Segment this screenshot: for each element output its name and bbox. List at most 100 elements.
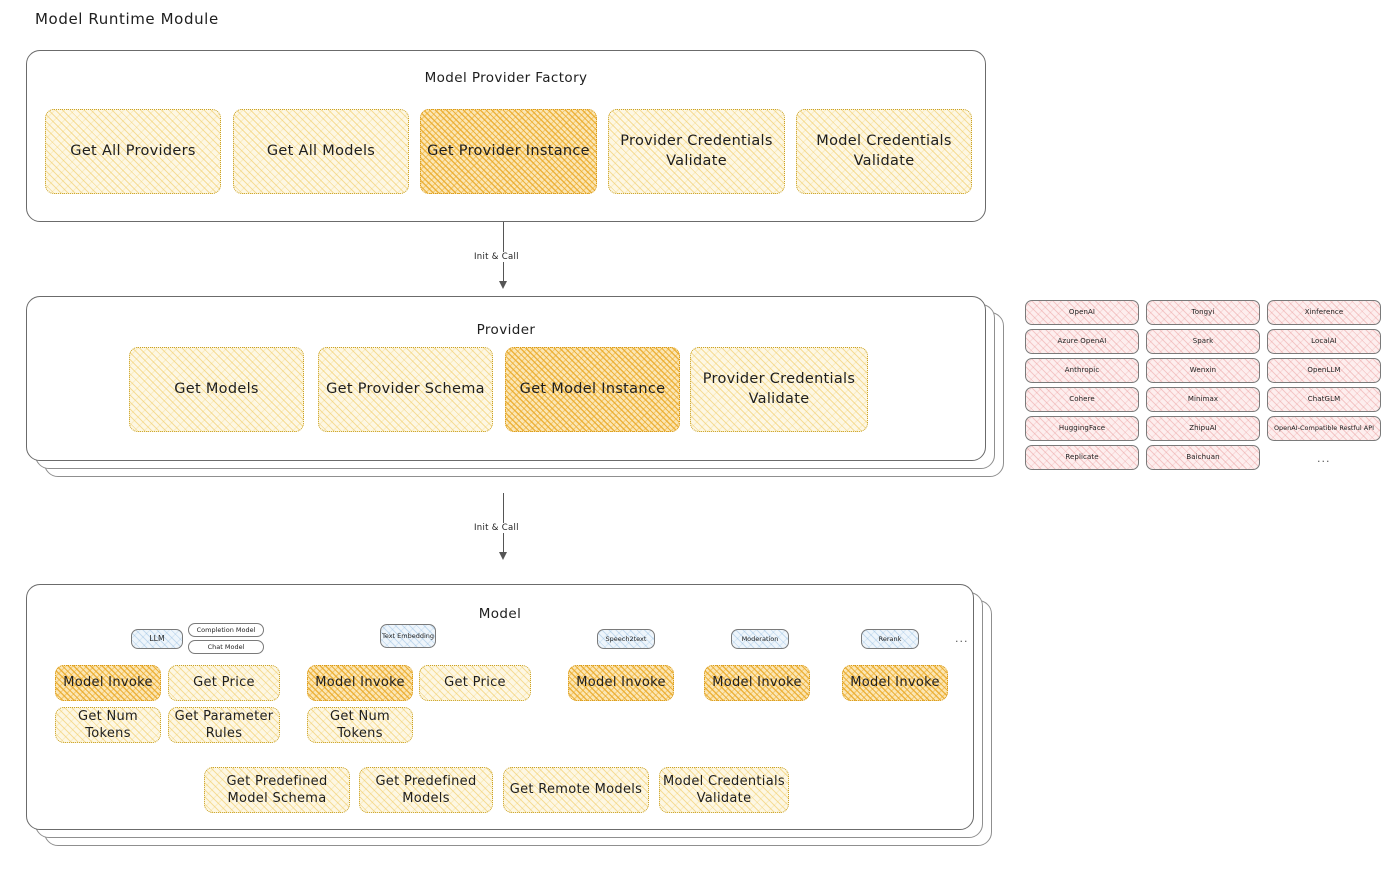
arrow-label-init-call-2: Init & Call	[470, 523, 523, 533]
node-label: Get Num Tokens	[329, 708, 391, 741]
model-title: Model	[478, 606, 522, 622]
model-subtype-badge-completion-model[interactable]: Completion Model	[188, 623, 264, 637]
provider-chip-tongyi[interactable]: Tongyi	[1146, 300, 1260, 325]
provider-chip-xinference[interactable]: Xinference	[1267, 300, 1381, 325]
node-llm-get-price[interactable]: Get Price	[168, 665, 280, 701]
model-type-badge-llm[interactable]: LLM	[131, 629, 183, 649]
node-get-all-providers[interactable]: Get All Providers	[45, 109, 221, 194]
node-label: Provider Credentials Validate	[702, 371, 856, 407]
node-model-credentials-validate[interactable]: Model Credentials Validate	[796, 109, 972, 194]
arrow-factory-to-provider-head	[499, 281, 507, 289]
node-text-embedding-get-price[interactable]: Get Price	[419, 665, 531, 701]
provider-title: Provider	[476, 322, 536, 338]
node-get-predefined-models[interactable]: Get Predefined Models	[359, 767, 493, 813]
node-label: Get Price	[193, 675, 255, 691]
provider-chip-label: HuggingFace	[1058, 423, 1106, 432]
model-type-badge-moderation[interactable]: Moderation	[731, 629, 789, 649]
node-get-remote-models[interactable]: Get Remote Models	[503, 767, 649, 813]
node-get-provider-schema[interactable]: Get Provider Schema	[318, 347, 493, 432]
node-label: Model Invoke	[315, 675, 405, 691]
node-label: Get Predefined Model Schema	[226, 773, 328, 806]
provider-chip-label: Xinference	[1304, 307, 1344, 316]
node-moderation-model-invoke[interactable]: Model Invoke	[704, 665, 810, 701]
node-llm-get-num-tokens[interactable]: Get Num Tokens	[55, 707, 161, 743]
provider-chip-label: Cohere	[1069, 394, 1095, 403]
provider-chip-replicate[interactable]: Replicate	[1025, 445, 1139, 470]
provider-chip-label: Baichuan	[1186, 452, 1220, 461]
provider-chip-label: ZhipuAI	[1189, 423, 1217, 432]
provider-chip-label: LocalAI	[1311, 336, 1337, 345]
model-subtype-label: Chat Model	[207, 642, 245, 651]
provider-container: Provider Get Models Get Provider Schema …	[26, 296, 986, 461]
page-title: Model Runtime Module	[35, 10, 219, 28]
node-label: Model Credentials Validate	[663, 773, 785, 806]
model-type-label: Rerank	[878, 634, 902, 643]
provider-chip-openllm[interactable]: OpenLLM	[1267, 358, 1381, 383]
arrow-provider-to-model-head	[499, 552, 507, 560]
node-label: Get Provider Instance	[427, 142, 590, 159]
provider-chip-spark[interactable]: Spark	[1146, 329, 1260, 354]
node-speech2text-model-invoke[interactable]: Model Invoke	[568, 665, 674, 701]
node-label: Model Credentials Validate	[816, 133, 952, 169]
provider-chip-label: Anthropic	[1064, 365, 1100, 374]
node-label: Get Predefined Models	[375, 773, 477, 806]
model-type-badge-text-embedding[interactable]: Text Embedding	[380, 624, 436, 648]
node-text-embedding-get-num-tokens[interactable]: Get Num Tokens	[307, 707, 413, 743]
node-get-models[interactable]: Get Models	[129, 347, 304, 432]
node-get-all-models[interactable]: Get All Models	[233, 109, 409, 194]
node-label: Get Num Tokens	[77, 708, 139, 741]
provider-chip-minimax[interactable]: Minimax	[1146, 387, 1260, 412]
provider-chip-label: OpenLLM	[1307, 365, 1341, 374]
provider-chip-anthropic[interactable]: Anthropic	[1025, 358, 1139, 383]
node-provider-credentials-validate-2[interactable]: Provider Credentials Validate	[690, 347, 868, 432]
node-label: Get Model Instance	[519, 380, 666, 397]
node-text-embedding-model-invoke[interactable]: Model Invoke	[307, 665, 413, 701]
provider-chip-localai[interactable]: LocalAI	[1267, 329, 1381, 354]
node-get-model-instance[interactable]: Get Model Instance	[505, 347, 680, 432]
provider-chip-label: Wenxin	[1189, 365, 1217, 374]
provider-chip-label: Tongyi	[1191, 307, 1215, 316]
provider-chip-baichuan[interactable]: Baichuan	[1146, 445, 1260, 470]
provider-chip-chatglm[interactable]: ChatGLM	[1267, 387, 1381, 412]
provider-chip-label: OpenAI	[1068, 307, 1096, 316]
node-rerank-model-invoke[interactable]: Model Invoke	[842, 665, 948, 701]
provider-chip-zhipuai[interactable]: ZhipuAI	[1146, 416, 1260, 441]
model-type-label: Speech2text	[605, 634, 647, 643]
provider-chip-azure-openai[interactable]: Azure OpenAI	[1025, 329, 1139, 354]
node-get-provider-instance[interactable]: Get Provider Instance	[420, 109, 597, 194]
provider-chip-huggingface[interactable]: HuggingFace	[1025, 416, 1139, 441]
provider-chip-wenxin[interactable]: Wenxin	[1146, 358, 1260, 383]
model-type-label: LLM	[149, 633, 165, 643]
node-llm-model-invoke[interactable]: Model Invoke	[55, 665, 161, 701]
node-label: Get Models	[174, 380, 259, 397]
provider-chip-label: Minimax	[1187, 394, 1219, 403]
node-label: Get Price	[444, 675, 506, 691]
model-type-badge-speech2text[interactable]: Speech2text	[597, 629, 655, 649]
model-subtype-badge-chat-model[interactable]: Chat Model	[188, 640, 264, 654]
node-label: Get Parameter Rules	[174, 708, 274, 741]
node-get-predefined-model-schema[interactable]: Get Predefined Model Schema	[204, 767, 350, 813]
provider-chip-openai[interactable]: OpenAI	[1025, 300, 1139, 325]
node-model-credentials-validate-2[interactable]: Model Credentials Validate	[659, 767, 789, 813]
model-container: Model LLM Completion Model Chat Model Mo…	[26, 584, 974, 830]
provider-chip-openai-compatible-restful-api[interactable]: OpenAI-Compatible Restful API	[1267, 416, 1381, 441]
node-provider-credentials-validate[interactable]: Provider Credentials Validate	[608, 109, 785, 194]
node-label: Get Remote Models	[509, 782, 643, 798]
node-label: Model Invoke	[712, 675, 802, 691]
arrow-label-init-call-1: Init & Call	[470, 252, 523, 262]
node-label: Model Invoke	[850, 675, 940, 691]
node-label: Model Invoke	[63, 675, 153, 691]
node-label: Get All Models	[266, 142, 376, 159]
model-provider-factory-container: Model Provider Factory Get All Providers…	[26, 50, 986, 222]
provider-chip-label: Replicate	[1065, 452, 1099, 461]
node-label: Model Invoke	[576, 675, 666, 691]
provider-chip-label: Spark	[1192, 336, 1214, 345]
model-type-badge-rerank[interactable]: Rerank	[861, 629, 919, 649]
node-label: Get Provider Schema	[326, 380, 485, 397]
provider-chip-label: Azure OpenAI	[1057, 336, 1107, 345]
provider-chip-cohere[interactable]: Cohere	[1025, 387, 1139, 412]
provider-list-more-ellipsis: ...	[1317, 452, 1331, 465]
node-llm-get-parameter-rules[interactable]: Get Parameter Rules	[168, 707, 280, 743]
model-type-label: Text Embedding	[381, 631, 435, 640]
